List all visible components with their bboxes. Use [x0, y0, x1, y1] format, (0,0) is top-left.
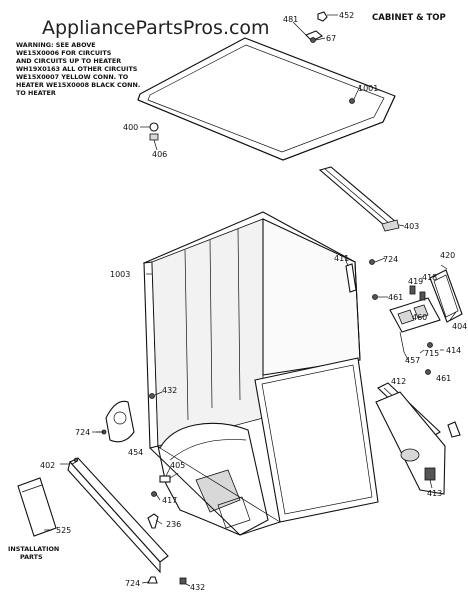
note-line: WH19X0163 ALL OTHER CIRCUITS [16, 65, 138, 73]
callout-452: 452 [339, 11, 354, 20]
callout-419: 419 [408, 277, 423, 286]
top-panel [137, 37, 396, 161]
note-line: TO HEATER [16, 89, 56, 97]
callout-724-left: 724 [75, 428, 90, 437]
callout-411: 411 [334, 254, 349, 263]
callout-402: 402 [40, 461, 55, 470]
note-line: WARNING: SEE ABOVE [16, 41, 96, 49]
callout-724-bottom: 724 [125, 579, 140, 588]
callout-418: 418 [422, 273, 437, 282]
note-line: WE15X0007 YELLOW CONN. TO [16, 73, 129, 81]
callout-432-upper: 432 [162, 386, 177, 395]
bottom-hardware [147, 576, 187, 585]
callout-481: 481 [283, 15, 298, 24]
front-top-trim [318, 166, 405, 232]
wiring-note: WARNING: SEE ABOVE WE15X0006 FOR CIRCUIT… [16, 41, 140, 97]
callout-715: 715 [424, 349, 439, 358]
cabinet-bracket [345, 257, 388, 300]
callout-417: 417 [162, 496, 177, 505]
top-screw [140, 122, 159, 151]
callout-457: 457 [405, 356, 420, 365]
callout-406: 406 [152, 150, 167, 159]
cabinet-body [142, 211, 379, 536]
callout-1001: 1001 [358, 84, 378, 93]
callout-420: 420 [440, 251, 455, 260]
callout-404: 404 [452, 322, 467, 331]
callout-412: 412 [391, 377, 406, 386]
note-line: AND CIRCUITS UP TO HEATER [16, 57, 121, 65]
watermark-text: AppliancePartsPros.com [42, 17, 270, 39]
callout-461-upper: 461 [388, 293, 403, 302]
callout-461-lower: 461 [436, 374, 451, 383]
top-hinge-hardware [292, 11, 338, 43]
leader-lines [44, 85, 457, 587]
terminal-block [389, 285, 441, 375]
callout-454: 454 [128, 448, 143, 457]
callout-413: 413 [427, 489, 442, 498]
callout-236: 236 [166, 520, 181, 529]
side-bracket [429, 264, 463, 323]
toe-kick-panel [60, 457, 169, 574]
callout-525: 525 [56, 526, 71, 535]
callout-432-bottom: 432 [190, 583, 205, 592]
callout-460: 460 [412, 313, 427, 322]
installation-label: INSTALLATION [8, 545, 59, 553]
callout-405: 405 [170, 461, 185, 470]
callout-403: 403 [404, 222, 419, 231]
diagram-title: CABINET & TOP [372, 13, 446, 23]
note-line: WE15X0006 FOR CIRCUITS [16, 49, 112, 57]
callout-724-top: 724 [383, 255, 398, 264]
installation-parts-bag [17, 477, 57, 537]
callout-414: 414 [446, 346, 461, 355]
note-line: HEATER WE15X0008 BLACK CONN. [16, 81, 140, 89]
callout-1003: 1003 [110, 270, 130, 279]
rear-panel [375, 391, 446, 495]
small-hardware [147, 472, 179, 529]
callout-400: 400 [123, 123, 138, 132]
callout-67: 67 [326, 34, 336, 43]
installation-label-parts: PARTS [20, 553, 43, 561]
